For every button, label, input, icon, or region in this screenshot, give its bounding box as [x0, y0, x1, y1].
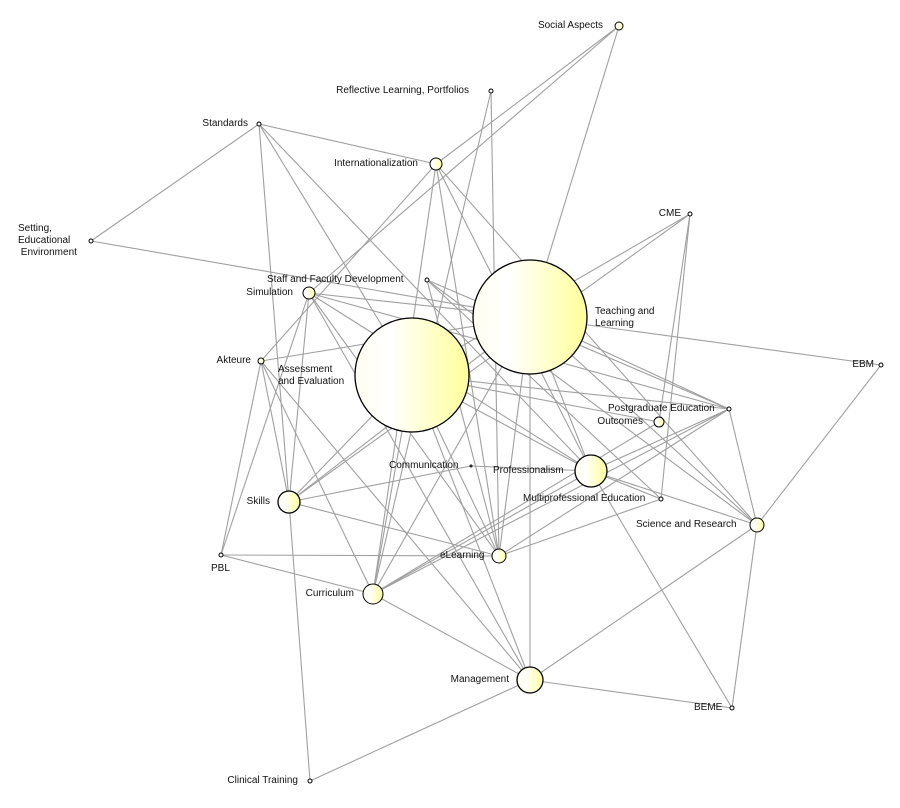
- edge-standards-international: [258, 123, 437, 165]
- node-label-clinical: Clinical Training: [227, 775, 298, 786]
- node-label-elearning: eLearning: [440, 550, 485, 561]
- edge-setting-teaching: [90, 240, 531, 318]
- edge-akteure-management: [260, 360, 531, 681]
- node-label-cme: CME: [658, 208, 681, 219]
- edge-standards-professionalism: [258, 123, 592, 472]
- node-label-assessment: Assessment and Evaluation: [278, 364, 345, 387]
- node-label-professionalism: Professionalism: [493, 465, 564, 476]
- node-label-staff: Staff and Faculty Development: [267, 274, 404, 285]
- node-label-teaching: Teaching and Learning: [595, 306, 655, 329]
- edge-multiprof-elearning: [498, 498, 662, 557]
- node-skills[interactable]: [277, 490, 301, 514]
- node-label-outcomes: Outcomes: [597, 416, 643, 427]
- edge-teaching-ebm: [529, 316, 882, 366]
- node-label-ebm: EBM: [852, 359, 874, 370]
- node-label-international: Internationalization: [334, 158, 418, 169]
- node-label-science: Science and Research: [636, 519, 737, 530]
- edge-simulation-pbl: [220, 292, 310, 556]
- node-outcomes[interactable]: [653, 416, 665, 428]
- edge-postgrad-curriculum: [372, 408, 730, 595]
- node-elearning[interactable]: [491, 548, 507, 564]
- edge-akteure-skills: [260, 360, 290, 503]
- edge-science-beme: [731, 524, 758, 709]
- node-label-communication: Communication: [389, 460, 459, 471]
- edge-outcomes-curriculum: [372, 421, 660, 595]
- node-label-management: Management: [450, 674, 509, 685]
- edge-cme-multiprof: [660, 213, 691, 500]
- edge-skills-clinical: [288, 501, 311, 782]
- node-label-reflective: Reflective Learning, Portfolios: [336, 85, 469, 96]
- nodes-layer: [88, 21, 884, 784]
- edge-postgrad-professionalism: [590, 408, 730, 472]
- edge-simulation-skills: [288, 292, 310, 503]
- edge-management-clinical: [309, 679, 531, 782]
- node-label-skills: Skills: [246, 496, 270, 507]
- node-international[interactable]: [429, 157, 443, 171]
- node-simulation[interactable]: [302, 286, 316, 300]
- node-setting[interactable]: [88, 238, 94, 244]
- node-standards[interactable]: [256, 121, 262, 127]
- node-pbl[interactable]: [218, 552, 224, 558]
- node-curriculum[interactable]: [362, 583, 384, 605]
- node-professionalism[interactable]: [574, 454, 608, 488]
- node-postgrad[interactable]: [726, 406, 732, 412]
- node-communication[interactable]: [469, 464, 473, 468]
- node-social[interactable]: [614, 21, 624, 31]
- node-label-curriculum: Curriculum: [305, 588, 354, 599]
- node-label-akteure: Akteure: [216, 355, 251, 366]
- edge-akteure-curriculum: [260, 360, 374, 595]
- node-clinical[interactable]: [307, 778, 313, 784]
- node-label-simulation: Simulation: [246, 287, 293, 298]
- node-ebm[interactable]: [878, 362, 884, 368]
- edge-communication-professionalism: [470, 465, 592, 472]
- edge-pbl-curriculum: [220, 554, 374, 595]
- node-label-multiprof: Multiprofessional Education: [523, 493, 646, 504]
- edge-simulation-management: [308, 292, 531, 681]
- edge-standards-skills: [258, 123, 290, 503]
- node-teaching[interactable]: [472, 259, 588, 375]
- edges-layer: [90, 25, 882, 782]
- node-multiprof[interactable]: [658, 496, 664, 502]
- edge-standards-setting: [90, 123, 260, 242]
- edge-social-international: [435, 25, 620, 165]
- node-label-setting: Setting, Educational Environment: [18, 223, 77, 258]
- node-management[interactable]: [516, 666, 544, 694]
- edge-postgrad-elearning: [498, 408, 730, 557]
- node-akteure[interactable]: [257, 357, 265, 365]
- node-cme[interactable]: [687, 211, 693, 217]
- edge-pbl-elearning: [220, 554, 500, 557]
- edge-professionalism-beme: [590, 470, 733, 709]
- node-staff[interactable]: [424, 277, 430, 283]
- node-beme[interactable]: [729, 705, 735, 711]
- node-reflective[interactable]: [488, 88, 494, 94]
- edge-professionalism-curriculum: [372, 470, 592, 595]
- edge-cme-outcomes: [658, 213, 691, 423]
- edge-communication-skills: [288, 465, 472, 503]
- edge-postgrad-science: [728, 408, 758, 526]
- node-label-social: Social Aspects: [537, 20, 603, 31]
- edge-science-management: [529, 524, 758, 681]
- edge-ebm-science: [756, 364, 882, 526]
- node-assessment[interactable]: [354, 317, 470, 433]
- edge-professionalism-science: [590, 470, 758, 526]
- node-label-standards: Standards: [202, 118, 248, 129]
- node-label-postgrad: Postgraduate Education: [608, 403, 715, 414]
- node-science[interactable]: [749, 517, 765, 533]
- edge-curriculum-management: [372, 593, 531, 681]
- edge-management-beme: [529, 679, 733, 709]
- edge-international-science: [435, 163, 758, 526]
- node-label-beme: BEME: [694, 702, 723, 713]
- edge-skills-elearning: [288, 501, 500, 557]
- node-label-pbl: PBL: [211, 563, 230, 574]
- edge-international-akteure: [260, 163, 437, 362]
- edge-akteure-pbl: [220, 360, 262, 556]
